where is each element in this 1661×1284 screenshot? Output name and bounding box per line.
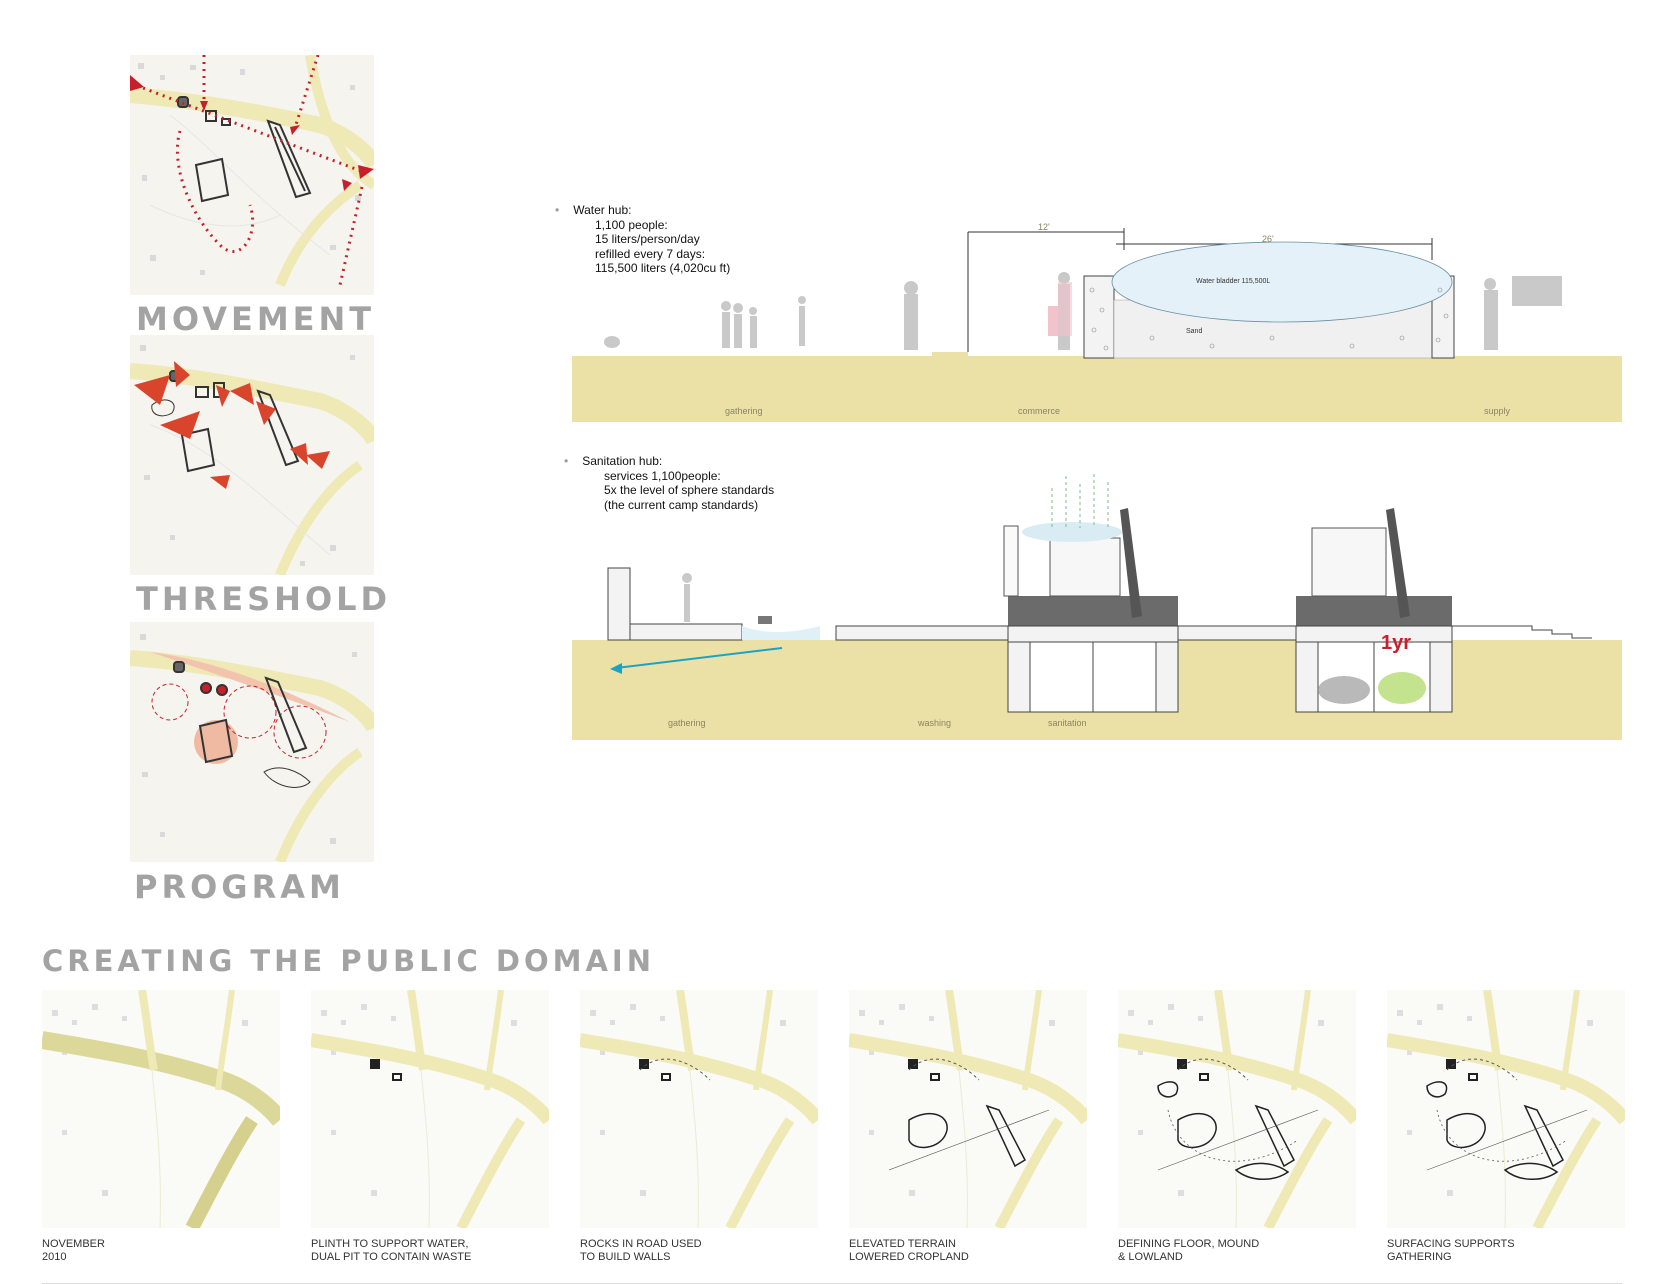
zone-gathering-sanitation: gathering	[668, 718, 706, 728]
step-map-3	[580, 990, 818, 1228]
water-hub-line: refilled every 7 days:	[595, 246, 706, 261]
zone-washing: washing	[918, 718, 952, 728]
sanitation-hub-line: 5x the level of sphere standards	[604, 483, 775, 497]
step-caption-5: DEFINING FLOOR, MOUND& LOWLAND	[1118, 1238, 1259, 1264]
sanitation-hub-notes: •Sanitation hub: services 1,100people: 5…	[564, 454, 775, 512]
program-map	[130, 622, 374, 862]
step-map-4	[849, 990, 1087, 1228]
program-label: PROGRAM	[134, 868, 345, 906]
water-hub-line: 1,100 people:	[595, 217, 668, 232]
movement-map	[130, 55, 374, 295]
sanitation-hub-title: Sanitation hub:	[582, 454, 663, 468]
water-hub-line: 115,500 liters (4,020cu ft)	[595, 261, 731, 275]
step-caption-line-1: NOVEMBER	[42, 1238, 105, 1250]
step-map-2	[311, 990, 549, 1228]
step-map-5	[1118, 990, 1356, 1228]
step-caption-line-2: GATHERING	[1387, 1251, 1452, 1263]
step-caption-line-1: DEFINING FLOOR, MOUND	[1118, 1238, 1260, 1250]
water-hub-ground	[572, 356, 1622, 422]
step-caption-line-1: ROCKS IN ROAD USED	[580, 1238, 702, 1250]
sanitation-hub-section-drawing	[607, 474, 1592, 713]
step-caption-line-2: 2010	[42, 1251, 67, 1263]
threshold-label: THRESHOLD	[136, 580, 392, 618]
movement-label: MOVEMENT	[136, 300, 376, 338]
zone-gathering-water: gathering	[725, 406, 763, 416]
step-caption-line-2: & LOWLAND	[1118, 1251, 1183, 1263]
zone-sanitation: sanitation	[1048, 718, 1087, 728]
threshold-map	[130, 335, 374, 575]
step-map-6	[1387, 990, 1625, 1228]
water-dim-left: 12'	[1038, 222, 1050, 232]
sanitation-hub-line: services 1,100people:	[604, 468, 721, 483]
zone-supply: supply	[1484, 406, 1511, 416]
water-dim-right: 26'	[1262, 234, 1274, 244]
water-bladder-label: Water bladder 115,500L	[1196, 278, 1271, 285]
sand-label: Sand	[1186, 328, 1203, 335]
public-domain-title: CREATING THE PUBLIC DOMAIN	[42, 944, 655, 978]
step-caption-line-1: ELEVATED TERRAIN	[849, 1238, 956, 1250]
water-hub-title: Water hub:	[573, 203, 632, 217]
step-map-1	[42, 990, 280, 1228]
step-caption-line-1: PLINTH TO SUPPORT WATER,	[311, 1238, 469, 1250]
step-caption-line-2: LOWERED CROPLAND	[849, 1251, 969, 1263]
water-hub-notes: •Water hub: 1,100 people: 15 liters/pers…	[555, 203, 731, 275]
step-caption-line-2: TO BUILD WALLS	[580, 1251, 671, 1263]
sanitation-hub-line: (the current camp standards)	[604, 497, 759, 512]
step-caption-line-2: DUAL PIT TO CONTAIN WASTE	[311, 1251, 472, 1263]
pit-duration-label: 1yr	[1381, 632, 1412, 654]
step-caption-2: PLINTH TO SUPPORT WATER,DUAL PIT TO CONT…	[311, 1238, 471, 1264]
water-hub-section-drawing	[604, 228, 1622, 360]
water-hub-line: 15 liters/person/day	[595, 232, 700, 246]
zone-commerce: commerce	[1018, 406, 1061, 416]
step-caption-line-1: SURFACING SUPPORTS	[1387, 1238, 1515, 1250]
